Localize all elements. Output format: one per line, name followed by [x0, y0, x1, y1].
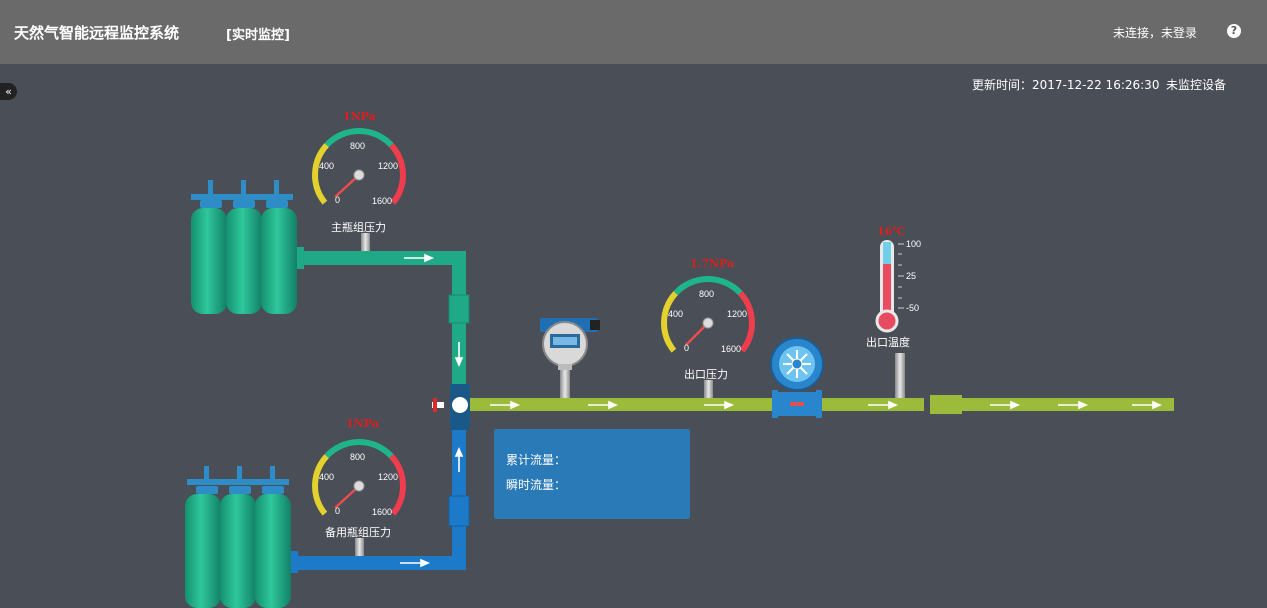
main-pressure-label: 主瓶组压力 [331, 221, 386, 234]
backup-pressure-gauge: 0 400 800 1200 1600 [312, 438, 406, 517]
outlet-temperature-label: 出口温度 [866, 336, 910, 349]
svg-text:100: 100 [906, 239, 921, 249]
svg-text:800: 800 [350, 141, 365, 151]
double-chevron-left-icon[interactable]: « [0, 83, 17, 100]
gauge-post [361, 233, 370, 251]
outlet-pressure-value: 1.7NPa [690, 257, 735, 270]
outlet-pressure-gauge: 0 400 800 1200 1600 [661, 275, 755, 354]
main-cylinder-group [191, 180, 297, 314]
device-status: 未监控设备 [1166, 78, 1227, 92]
svg-text:400: 400 [319, 161, 334, 171]
update-time: 更新时间：2017-12-22 16:26:30 [972, 78, 1160, 92]
svg-text:0: 0 [335, 506, 340, 516]
gauge-post [355, 538, 364, 556]
outlet-temperature-value: 16℃ [877, 225, 906, 238]
svg-text:1200: 1200 [378, 472, 398, 482]
backup-pipe [290, 420, 470, 573]
outlet-pressure-label: 出口压力 [684, 368, 728, 381]
svg-text:800: 800 [699, 289, 714, 299]
page-tag[interactable]: [实时监控] [226, 28, 290, 43]
turbine-flowmeter [770, 337, 824, 418]
instant-flow-label: 瞬时流量： [506, 478, 567, 492]
backup-pressure-label: 备用瓶组压力 [325, 526, 391, 539]
backup-cylinder-group [185, 466, 291, 608]
junction-valve[interactable] [432, 384, 470, 430]
gauge-post [704, 380, 713, 398]
backup-pressure-value: 1NPa [346, 417, 379, 430]
cumulative-flow-label: 累计流量： [506, 453, 567, 467]
svg-text:25: 25 [906, 271, 916, 281]
svg-text:1200: 1200 [727, 309, 747, 319]
flow-info-panel: 累计流量： 瞬时流量： [494, 429, 690, 519]
question-icon[interactable]: ? [1227, 24, 1241, 38]
main-pressure-gauge: 0 400 800 1200 1600 [312, 127, 406, 206]
svg-text:0: 0 [684, 343, 689, 353]
app-title: 天然气智能远程监控系统 [14, 24, 180, 42]
svg-text:1200: 1200 [378, 161, 398, 171]
svg-text:-50: -50 [906, 303, 919, 313]
thermometer-post [895, 353, 905, 398]
svg-text:0: 0 [335, 195, 340, 205]
svg-text:400: 400 [668, 309, 683, 319]
svg-text:1600: 1600 [372, 507, 392, 517]
svg-text:1600: 1600 [372, 196, 392, 206]
flow-arrows [400, 253, 1163, 568]
svg-text:400: 400 [319, 472, 334, 482]
login-status[interactable]: 未连接，未登录 [1113, 26, 1198, 40]
main-pressure-value: 1NPa [343, 110, 376, 123]
main-pipe [296, 247, 470, 391]
svg-text:800: 800 [350, 452, 365, 462]
thermometer: 100 25 -50 [875, 239, 921, 333]
flowmeter-transmitter [540, 318, 600, 398]
svg-text:1600: 1600 [721, 344, 741, 354]
top-bar [0, 0, 1267, 64]
